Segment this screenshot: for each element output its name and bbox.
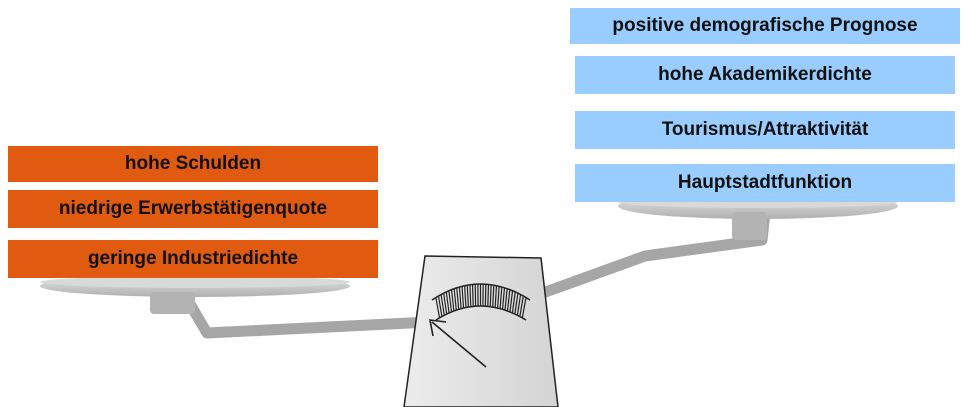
dial-tick (471, 284, 474, 307)
dial-tick (516, 294, 522, 316)
dial-tick (437, 295, 443, 317)
dial-tick (492, 285, 495, 308)
dial-tick (458, 286, 462, 309)
dial-tick (499, 286, 503, 309)
dial-tick (466, 285, 469, 308)
dial-tick (511, 291, 516, 314)
dial-tick (450, 289, 455, 312)
dial-tick (443, 293, 448, 315)
dial-tick (514, 293, 519, 315)
dial-tick (501, 287, 506, 310)
left-item-geringe-industriedichte: geringe Industriedichte (8, 240, 378, 278)
right-item-tourismus-attraktivitaet: Tourismus/Attraktivität (575, 111, 955, 149)
dial-needle (431, 321, 487, 368)
dial-tick (435, 297, 441, 318)
dial-tick (440, 294, 445, 316)
dial-tick (519, 295, 524, 317)
dial-tick (464, 285, 467, 308)
dial-tick (469, 284, 472, 307)
left-pan (40, 275, 350, 314)
dial-tick (521, 297, 527, 318)
dial-tick (456, 287, 460, 310)
right-item-hauptstadtfunktion: Hauptstadtfunktion (575, 164, 955, 202)
dial-tick (448, 290, 453, 312)
dial-tick (506, 289, 511, 312)
dial-tick (497, 286, 500, 309)
dial-tick (453, 288, 457, 311)
dial-tick (504, 288, 508, 311)
scale-stand (403, 255, 559, 407)
dial-tick (461, 286, 465, 309)
dial-tick (487, 284, 490, 307)
dial-tick (509, 290, 514, 312)
right-item-positive-demografische-prognose: positive demografische Prognose (570, 8, 960, 44)
dial-tick (445, 291, 450, 314)
dial-tick (494, 285, 498, 308)
dial-tick (489, 284, 492, 307)
dial-gauge (429, 283, 531, 368)
left-item-niedrige-erwerbstaetigenquote: niedrige Erwerbstätigenquote (8, 190, 378, 228)
left-item-hohe-schulden: hohe Schulden (8, 146, 378, 182)
right-item-hohe-akademikerdichte: hohe Akademikerdichte (575, 56, 955, 94)
